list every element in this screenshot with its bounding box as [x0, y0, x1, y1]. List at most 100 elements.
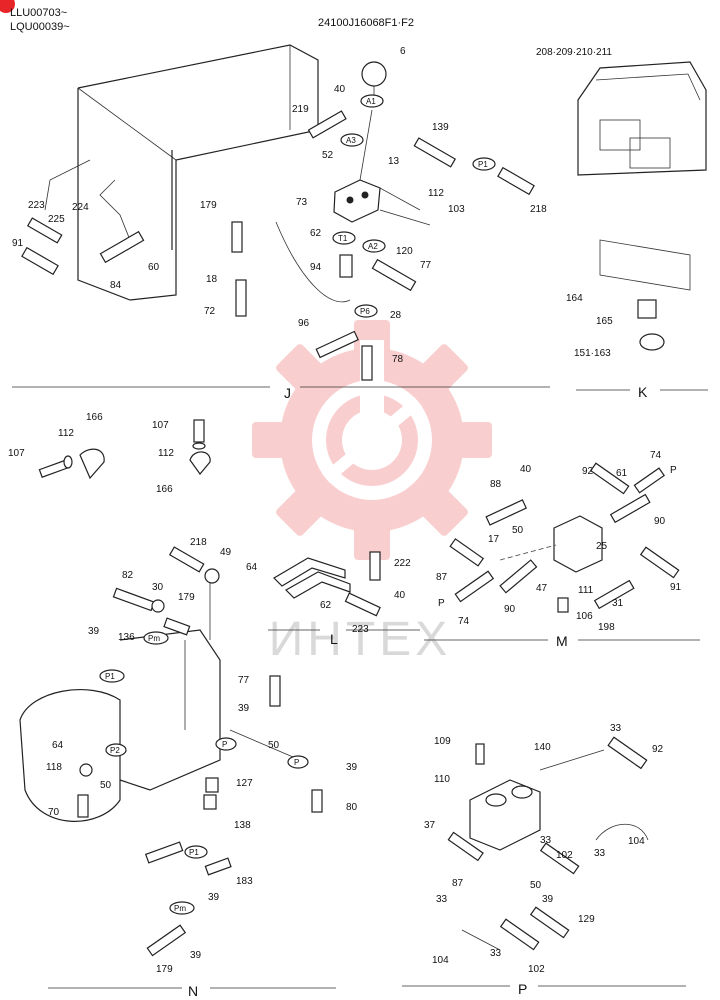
part-label-151-163: 151·163: [574, 348, 611, 359]
corner-badge-icon: [0, 0, 15, 13]
part-label-77: 77: [420, 260, 432, 271]
port-tag-p-a: P: [215, 737, 237, 751]
svg-text:T1: T1: [338, 234, 348, 243]
part-label-50-n-b: 50: [100, 780, 112, 791]
svg-text:P1: P1: [105, 672, 115, 681]
port-label-p-a: P: [670, 465, 677, 476]
part-label-74-a: 74: [650, 450, 662, 461]
part-label-18: 18: [206, 274, 218, 285]
part-label-112-a: 112: [58, 428, 74, 439]
part-label-88: 88: [490, 479, 502, 490]
watermark-text: ИНТЕХ: [269, 613, 452, 666]
port-tag-a2: A2: [362, 239, 386, 253]
svg-text:Pm: Pm: [174, 904, 186, 913]
part-label-127: 127: [236, 778, 253, 789]
part-label-30: 30: [152, 582, 164, 593]
part-label-219: 219: [292, 104, 309, 115]
port-tag-p1-b: P1: [184, 845, 208, 859]
part-label-111: 111: [578, 585, 594, 596]
part-label-118: 118: [46, 762, 62, 773]
part-label-52: 52: [322, 150, 334, 161]
section-label-l: L: [330, 631, 338, 647]
svg-text:A2: A2: [368, 242, 378, 251]
part-label-13: 13: [388, 156, 400, 167]
part-label-104-a: 104: [628, 836, 645, 847]
part-label-102-b: 102: [528, 964, 545, 975]
section-label-m: M: [556, 633, 568, 649]
part-label-40: 40: [334, 84, 346, 95]
port-tag-p6: P6: [354, 304, 378, 318]
part-label-120: 120: [396, 246, 413, 257]
part-label-223-l: 223: [352, 624, 369, 635]
part-label-92-m: 92: [582, 466, 594, 477]
part-label-84: 84: [110, 280, 122, 291]
part-label-92-p: 92: [652, 744, 664, 755]
part-label-39-d: 39: [208, 892, 220, 903]
part-label-39-p: 39: [542, 894, 554, 905]
part-label-17: 17: [488, 534, 500, 545]
part-label-106: 106: [576, 611, 593, 622]
part-label-179-a: 179: [178, 592, 195, 603]
part-label-77-n: 77: [238, 675, 250, 686]
part-label-87-p: 87: [452, 878, 464, 889]
part-label-183: 183: [236, 876, 253, 887]
part-label-91-m: 91: [670, 582, 682, 593]
part-label-165: 165: [596, 316, 613, 327]
part-label-198: 198: [598, 622, 615, 633]
part-label-82: 82: [122, 570, 134, 581]
svg-text:P2: P2: [110, 746, 120, 755]
part-label-50-p: 50: [530, 880, 542, 891]
section-n: N 218 49 64 82 30 179 39 136 77 39 50 64…: [19, 537, 358, 999]
part-label-164: 164: [566, 293, 583, 304]
part-label-102-a: 102: [556, 850, 573, 861]
part-label-6: 6: [400, 46, 406, 57]
svg-text:A3: A3: [346, 136, 356, 145]
part-label-218-n: 218: [190, 537, 207, 548]
svg-text:A1: A1: [366, 97, 376, 106]
part-label-78: 78: [392, 354, 404, 365]
svg-text:Pm: Pm: [148, 634, 160, 643]
part-label-50-m: 50: [512, 525, 524, 536]
port-tag-p2: P2: [105, 743, 127, 757]
part-label-107-b: 107: [152, 420, 169, 431]
part-label-138: 138: [234, 820, 251, 831]
serial-line-1: LLU00703~: [10, 7, 67, 19]
part-label-33-e: 33: [490, 948, 502, 959]
part-label-166-a: 166: [86, 412, 103, 423]
part-label-64-b: 64: [52, 740, 64, 751]
part-label-64-a: 64: [246, 562, 258, 573]
part-label-223: 223: [28, 200, 45, 211]
part-label-31: 31: [612, 598, 624, 609]
part-label-80: 80: [346, 802, 358, 813]
drawing-code: 24100J16068F1·F2: [318, 17, 414, 29]
part-label-91: 91: [12, 238, 24, 249]
part-label-72: 72: [204, 306, 216, 317]
header: LLU00703~ LQU00039~ 24100J16068F1·F2: [0, 0, 414, 33]
section-k: K 208·209·210·211 164 165 151·163: [536, 47, 708, 400]
svg-text:P: P: [222, 740, 227, 749]
part-label-61: 61: [616, 468, 628, 479]
part-label-110: 110: [434, 774, 450, 785]
part-label-94: 94: [310, 262, 322, 273]
watermark-gear-logo: [252, 320, 492, 560]
section-label-n: N: [188, 983, 198, 999]
part-label-25: 25: [596, 541, 608, 552]
svg-text:P1: P1: [478, 160, 488, 169]
part-label-73: 73: [296, 197, 308, 208]
part-label-136: 136: [118, 632, 135, 643]
part-label-70: 70: [48, 807, 60, 818]
part-label-129: 129: [578, 914, 595, 925]
part-label-96: 96: [298, 318, 310, 329]
pilot-valve-block: [333, 179, 381, 223]
part-label-62-l: 62: [320, 600, 332, 611]
part-label-39-b: 39: [238, 703, 250, 714]
section-m: M 40 92 61 74 88 90 50 17 25 87 47 111 3…: [424, 450, 700, 649]
part-label-104-b: 104: [432, 955, 449, 966]
port-tag-pm-a: Pm: [143, 631, 169, 645]
part-label-87-m: 87: [436, 572, 448, 583]
section-j: J 6 40 219 52 139 13 73 112 103 218 179 …: [12, 44, 550, 401]
svg-text:P6: P6: [360, 307, 370, 316]
port-tag-a1: A1: [360, 94, 384, 108]
part-label-140: 140: [534, 742, 551, 753]
